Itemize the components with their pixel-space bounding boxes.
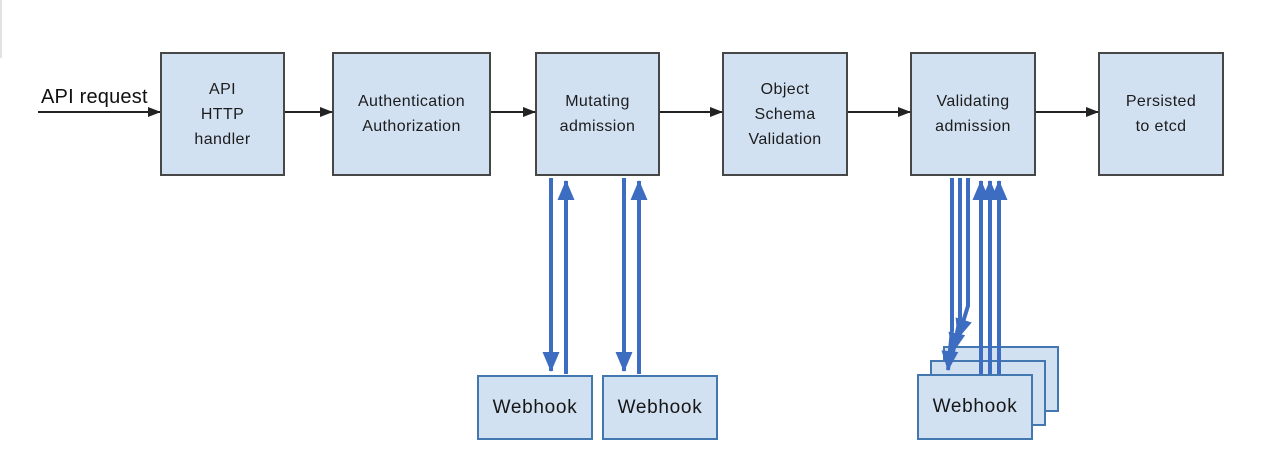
- arrow-validating-webhook2-down: [948, 178, 966, 353]
- entry-label: API request: [41, 86, 148, 108]
- node-mutating-admission: Mutating admission: [535, 52, 660, 176]
- mutating-webhook-2: Webhook: [602, 375, 718, 440]
- screen-edge-artifact: [0, 0, 2, 58]
- node-api-http-handler: API HTTP handler: [160, 52, 285, 176]
- arrow-validating-webhook1-down: [941, 178, 959, 371]
- arrow-validating-webhook3-down: [955, 178, 972, 339]
- node-object-schema-validation: Object Schema Validation: [722, 52, 848, 176]
- node-persisted-to-etcd: Persisted to etcd: [1098, 52, 1224, 176]
- node-validating-admission: Validating admission: [910, 52, 1036, 176]
- validating-webhook-front: Webhook: [917, 374, 1033, 440]
- node-authentication-authorization: Authentication Authorization: [332, 52, 491, 176]
- mutating-webhook-1: Webhook: [477, 375, 593, 440]
